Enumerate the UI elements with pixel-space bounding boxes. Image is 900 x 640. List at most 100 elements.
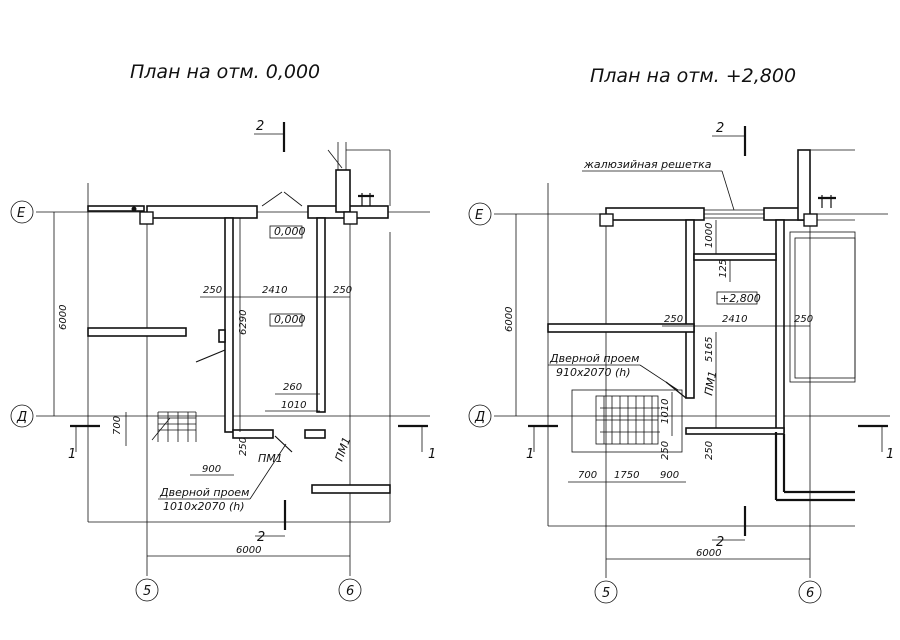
right-plan: План на отм. +2,800	[468, 65, 894, 604]
level-mark-box	[269, 313, 303, 327]
dimension-label: 1010	[281, 400, 306, 411]
column	[343, 211, 358, 225]
dimension-label: 6000	[236, 545, 261, 556]
door-leaf	[195, 349, 226, 363]
stair-arrow	[151, 417, 171, 441]
wall-segment	[304, 429, 326, 439]
dimension-label: 260	[283, 382, 302, 393]
section-label: 1	[526, 447, 534, 462]
dimension-label: 1750	[614, 470, 639, 481]
axis-bubble-e	[468, 202, 492, 226]
anchor-mark	[131, 206, 137, 212]
wall-segment	[232, 429, 274, 439]
partition-wall	[87, 327, 187, 337]
axis-bubble-e	[10, 200, 34, 224]
door-swing	[283, 191, 303, 207]
dimension-label: 2410	[262, 285, 287, 296]
axis-label: Е	[475, 208, 484, 223]
axis-bubble-6	[338, 578, 362, 602]
dimension-label: 700	[112, 416, 123, 435]
door-leaf	[274, 435, 293, 453]
section-label: 1	[886, 447, 894, 462]
dimension-label: 1000	[704, 223, 715, 248]
stair	[571, 389, 683, 453]
equipment-label: ПМ1	[702, 370, 719, 397]
level-mark-box	[269, 225, 303, 239]
dimension-label: 5165	[704, 337, 715, 362]
inner-partition	[693, 253, 777, 261]
door-opening-size: 910х2070 (h)	[556, 366, 631, 379]
axis-label: 6	[806, 586, 814, 601]
section-label: 2	[256, 119, 264, 134]
interior-wall-left	[685, 219, 695, 399]
dimension-label: 250	[333, 285, 352, 296]
right-plan-title: План на отм. +2,800	[590, 65, 796, 87]
level-mark: 0,000	[274, 313, 306, 326]
door-jamb	[218, 329, 226, 343]
dimension-label: 250	[660, 441, 671, 460]
dimension-label: 2410	[722, 314, 747, 325]
axis-bubble-d	[468, 404, 492, 428]
equipment-label: ПМ1	[258, 452, 283, 465]
top-wall-left-segment	[87, 205, 145, 212]
section-label: 1	[68, 447, 76, 462]
dimension-label: 900	[660, 470, 679, 481]
axis-bubble-5	[135, 578, 159, 602]
axis-label: Д	[474, 410, 485, 425]
grille-label: жалюзийная решетка	[583, 158, 712, 171]
section-label: 1	[428, 447, 436, 462]
left-plan-title: План на отм. 0,000	[130, 61, 320, 83]
dimension-label: 6000	[696, 548, 721, 559]
axis-label: 6	[346, 584, 354, 599]
dimension-label: 6290	[238, 310, 249, 335]
section-label: 2	[716, 535, 724, 550]
axis-label: Д	[16, 410, 27, 425]
section-label: 2	[716, 121, 724, 136]
level-mark: +2,800	[720, 292, 761, 305]
stair-outline	[571, 389, 683, 453]
top-wall	[605, 207, 705, 221]
column	[599, 213, 614, 227]
door-opening-title: Дверной проем	[549, 352, 639, 365]
dimension-label: 6000	[58, 305, 69, 330]
dimension-label: 250	[238, 437, 249, 456]
bottom-wall-segment	[685, 427, 785, 435]
dimension-label: 6000	[504, 307, 515, 332]
interior-wall-left	[224, 217, 234, 433]
dimension-label: 250	[203, 285, 222, 296]
door-opening-size: 1010х2070 (h)	[163, 500, 245, 513]
interior-wall-right	[316, 217, 326, 413]
left-plan: План на отм. 0,000	[10, 61, 436, 602]
level-mark-box	[716, 291, 758, 305]
dimension-label: 700	[578, 470, 597, 481]
shaft-wall	[335, 169, 351, 213]
axis-bubble-6	[798, 580, 822, 604]
column	[139, 211, 154, 225]
dimension-label: 250	[664, 314, 683, 325]
room-outline	[789, 231, 856, 383]
wall-segment	[311, 484, 391, 494]
axis-label: 5	[143, 584, 151, 599]
axis-bubble-5	[594, 580, 618, 604]
door-opening-title: Дверной проем	[159, 486, 249, 499]
room-outline	[794, 237, 856, 379]
dimension-label: 900	[202, 464, 221, 475]
shaft-wall	[797, 149, 811, 221]
door-swing	[261, 191, 283, 207]
column	[803, 213, 818, 227]
level-mark: 0,000	[274, 225, 306, 238]
dimension-label: 125	[718, 259, 729, 278]
section-label: 2	[257, 530, 265, 545]
leader-line	[249, 443, 287, 500]
shaft-line	[327, 149, 343, 169]
axis-label: 5	[602, 586, 610, 601]
leader-line	[721, 170, 735, 211]
stair	[151, 411, 197, 442]
partition-wall	[547, 323, 695, 333]
axis-label: Е	[17, 206, 26, 221]
dimension-label: 250	[794, 314, 813, 325]
dimension-label: 1010	[660, 399, 671, 424]
top-wall	[146, 205, 258, 219]
dimension-label: 250	[704, 441, 715, 460]
